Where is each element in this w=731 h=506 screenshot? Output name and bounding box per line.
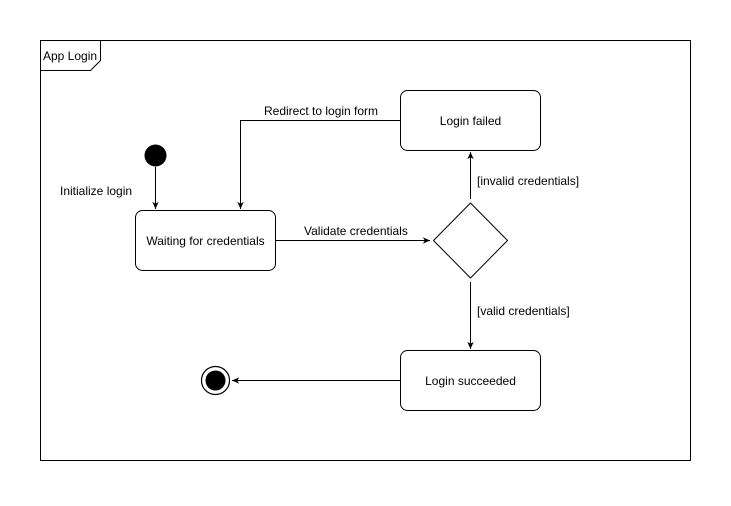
state-failed-label: Login failed bbox=[440, 114, 501, 128]
decision-node[interactable] bbox=[433, 202, 508, 279]
transition-invalid-label: [invalid credentials] bbox=[477, 174, 579, 188]
state-failed[interactable]: Login failed bbox=[400, 90, 541, 151]
state-succeeded-label: Login succeeded bbox=[425, 374, 516, 388]
state-waiting-label: Waiting for credentials bbox=[146, 234, 264, 248]
transition-initialize-label: Initialize login bbox=[60, 184, 132, 198]
frame-border bbox=[40, 40, 691, 461]
state-waiting[interactable]: Waiting for credentials bbox=[135, 210, 276, 271]
frame-tab bbox=[40, 40, 101, 71]
transition-validate-label: Validate credentials bbox=[304, 224, 408, 238]
transition-valid-label: [valid credentials] bbox=[477, 304, 570, 318]
frame-label: App Login bbox=[43, 49, 97, 63]
initial-node[interactable] bbox=[144, 144, 167, 167]
state-succeeded[interactable]: Login succeeded bbox=[400, 350, 541, 411]
transition-redirect-label: Redirect to login form bbox=[264, 104, 378, 118]
transition-redirect[interactable] bbox=[237, 120, 401, 210]
final-node[interactable] bbox=[200, 365, 231, 396]
